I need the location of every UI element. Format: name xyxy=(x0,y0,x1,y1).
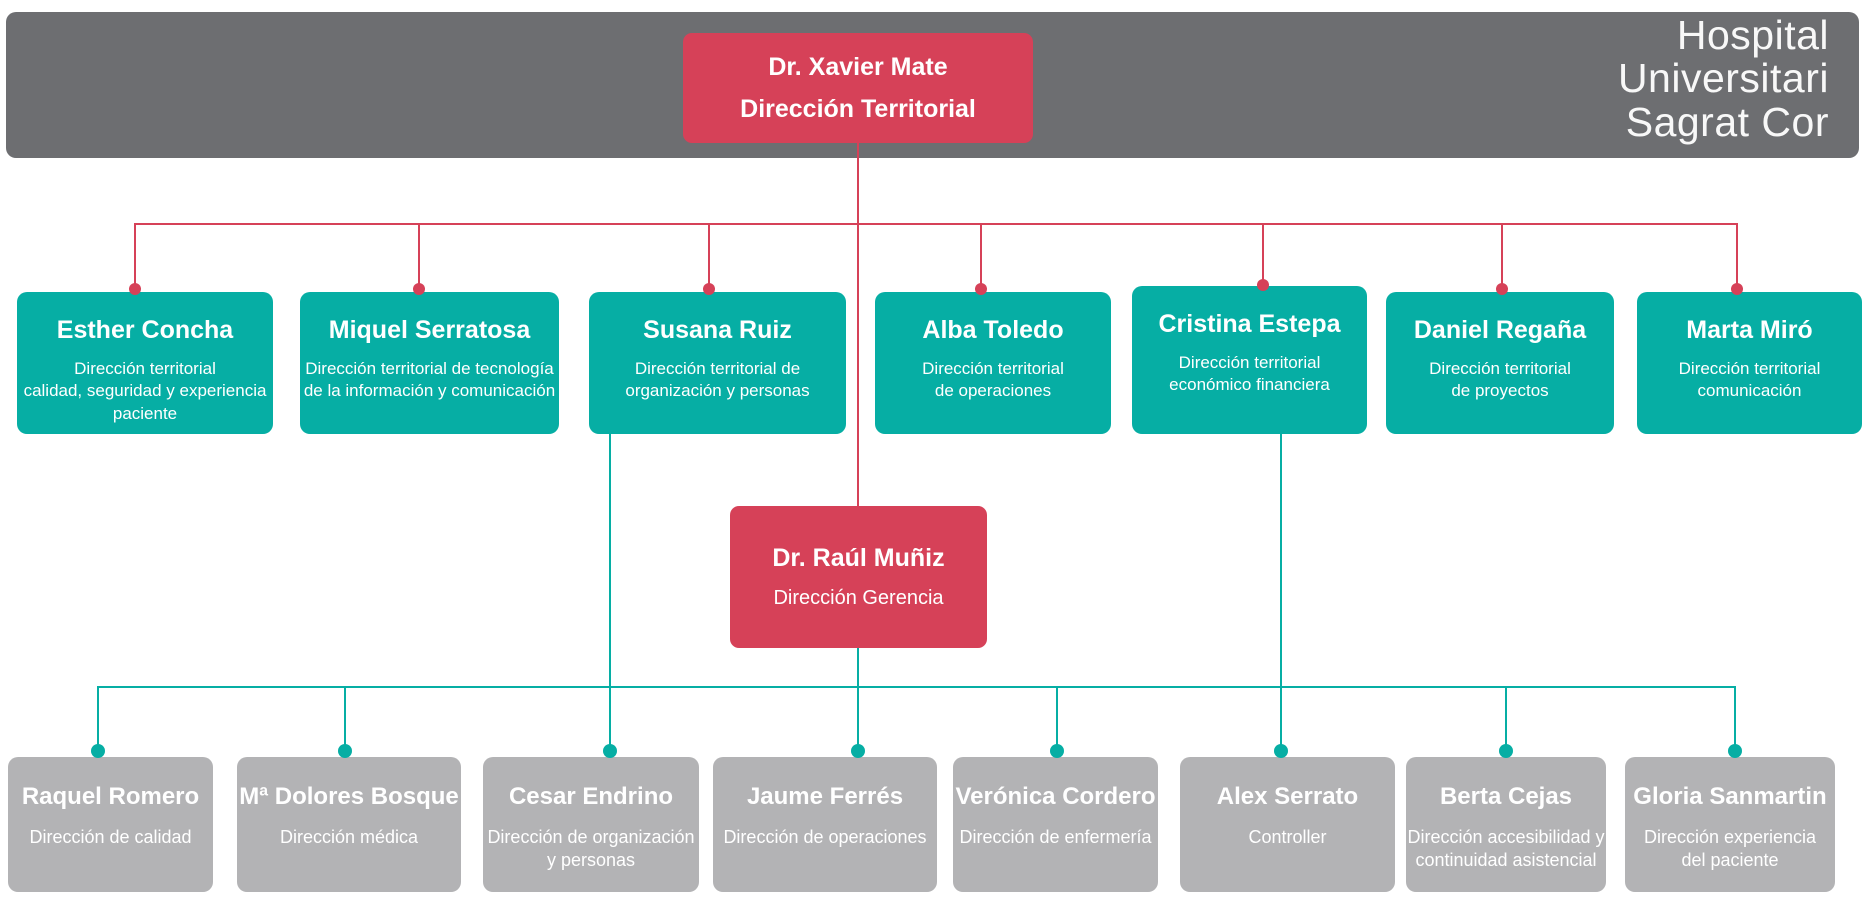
person-name: Esther Concha xyxy=(56,316,234,344)
node-direccion-territorial: Dr. Xavier Mate Dirección Territorial xyxy=(683,33,1033,143)
node-cesar-endrino: Cesar Endrino Dirección de organización … xyxy=(483,757,699,892)
node-alba-toledo: Alba Toledo Dirección territorial de ope… xyxy=(875,292,1111,434)
person-role: Dirección experiencia del paciente xyxy=(1643,827,1817,871)
person-role: Dirección territorial económico financie… xyxy=(1169,353,1330,395)
person-role: Dirección accesibilidad y continuidad as… xyxy=(1407,827,1605,871)
red-connector-dot-3 xyxy=(703,283,715,295)
person-name: Verónica Cordero xyxy=(955,783,1156,810)
person-role: Dirección territorial comunicación xyxy=(1678,359,1821,401)
teal-connector-hline xyxy=(97,686,1736,688)
teal-connector-dot-4 xyxy=(851,744,865,758)
person-name: Gloria Sanmartin xyxy=(1633,783,1827,810)
teal-connector-drop-7 xyxy=(1505,688,1507,748)
red-connector-dot-6 xyxy=(1496,283,1508,295)
person-role: Dirección Gerencia xyxy=(773,587,944,609)
teal-connector-dot-3 xyxy=(603,744,617,758)
red-connector-dot-5 xyxy=(1257,279,1269,291)
person-name: Jaume Ferrés xyxy=(746,783,904,810)
person-role: Dirección territorial de operaciones xyxy=(922,359,1064,401)
node-alex-serrato: Alex Serrato Controller xyxy=(1180,757,1395,892)
red-connector-drop-4 xyxy=(980,225,982,285)
person-name: Berta Cejas xyxy=(1439,783,1573,810)
red-connector-drop-7 xyxy=(1736,225,1738,285)
person-role: Dirección Territorial xyxy=(740,94,976,123)
person-name: Susana Ruiz xyxy=(643,316,792,344)
person-name: Cesar Endrino xyxy=(508,783,674,810)
red-connector-hline xyxy=(134,223,1738,225)
person-role: Dirección de operaciones xyxy=(723,827,927,847)
person-role: Dirección de calidad xyxy=(29,827,192,847)
teal-connector-drop-8 xyxy=(1734,688,1736,748)
person-role: Dirección territorial de proyectos xyxy=(1429,359,1571,401)
node-marta-miro: Marta Miró Dirección territorial comunic… xyxy=(1637,292,1862,434)
person-role: Controller xyxy=(1248,827,1327,847)
person-name: Cristina Estepa xyxy=(1158,310,1341,338)
person-name: Alex Serrato xyxy=(1216,783,1359,810)
teal-connector-drop-3 xyxy=(609,688,611,748)
teal-connector-drop-susana xyxy=(609,434,611,687)
teal-connector-drop-6 xyxy=(1280,688,1282,748)
node-raquel-romero: Raquel Romero Dirección de calidad xyxy=(8,757,213,892)
teal-connector-drop-1 xyxy=(97,688,99,748)
teal-connector-dot-8 xyxy=(1728,744,1742,758)
node-berta-cejas: Berta Cejas Dirección accesibilidad y co… xyxy=(1406,757,1606,892)
node-miquel-serratosa: Miquel Serratosa Dirección territorial d… xyxy=(300,292,559,434)
red-connector-drop-5 xyxy=(1262,225,1264,285)
teal-connector-dot-2 xyxy=(338,744,352,758)
red-connector-drop-6 xyxy=(1501,225,1503,285)
red-connector-dot-7 xyxy=(1731,283,1743,295)
red-connector-dot-4 xyxy=(975,283,987,295)
red-connector-drop-3 xyxy=(708,225,710,285)
person-role: Dirección territorial de organización y … xyxy=(625,359,810,401)
teal-connector-drop-2 xyxy=(344,688,346,748)
node-cristina-estepa: Cristina Estepa Dirección territorial ec… xyxy=(1132,286,1367,434)
person-name: Dr. Raúl Muñiz xyxy=(772,544,945,572)
person-role: Dirección de organización y personas xyxy=(487,827,695,871)
red-connector-dot-1 xyxy=(129,283,141,295)
person-role: Dirección territorial de tecnología de l… xyxy=(303,359,556,401)
node-jaume-ferres: Jaume Ferrés Dirección de operaciones xyxy=(713,757,937,892)
teal-connector-drop-5 xyxy=(1056,688,1058,748)
person-name: Marta Miró xyxy=(1686,316,1813,344)
red-connector-trunk-center xyxy=(857,225,859,506)
person-role: Dirección de enfermería xyxy=(959,827,1152,847)
person-name: Daniel Regaña xyxy=(1413,316,1587,344)
node-susana-ruiz: Susana Ruiz Dirección territorial de org… xyxy=(589,292,846,434)
person-name: Alba Toledo xyxy=(922,316,1064,344)
teal-connector-drop-cristina xyxy=(1280,430,1282,687)
teal-connector-dot-1 xyxy=(91,744,105,758)
person-name: Miquel Serratosa xyxy=(328,316,531,344)
person-name: Raquel Romero xyxy=(21,783,200,810)
teal-connector-trunk-gerencia xyxy=(857,648,859,687)
teal-connector-dot-7 xyxy=(1499,744,1513,758)
red-connector-trunk-top xyxy=(857,143,859,224)
red-connector-drop-1 xyxy=(134,225,136,285)
person-role: Dirección territorial calidad, seguridad… xyxy=(23,359,267,423)
node-veronica-cordero: Verónica Cordero Dirección de enfermería xyxy=(953,757,1158,892)
node-direccion-gerencia: Dr. Raúl Muñiz Dirección Gerencia xyxy=(730,506,987,648)
person-name: Dr. Xavier Mate xyxy=(768,52,948,81)
person-role: Dirección médica xyxy=(279,827,419,847)
node-esther-concha: Esther Concha Dirección territorial cali… xyxy=(17,292,273,434)
red-connector-drop-2 xyxy=(418,225,420,285)
hospital-brand-title: Hospital Universitari Sagrat Cor xyxy=(1617,12,1829,145)
person-name: Mª Dolores Bosque xyxy=(239,783,459,810)
red-connector-dot-2 xyxy=(413,283,425,295)
teal-connector-drop-4 xyxy=(857,688,859,748)
teal-connector-dot-5 xyxy=(1050,744,1064,758)
node-gloria-sanmartin: Gloria Sanmartin Dirección experiencia d… xyxy=(1625,757,1835,892)
node-ma-dolores-bosque: Mª Dolores Bosque Dirección médica xyxy=(237,757,461,892)
teal-connector-dot-6 xyxy=(1274,744,1288,758)
node-daniel-regana: Daniel Regaña Dirección territorial de p… xyxy=(1386,292,1614,434)
